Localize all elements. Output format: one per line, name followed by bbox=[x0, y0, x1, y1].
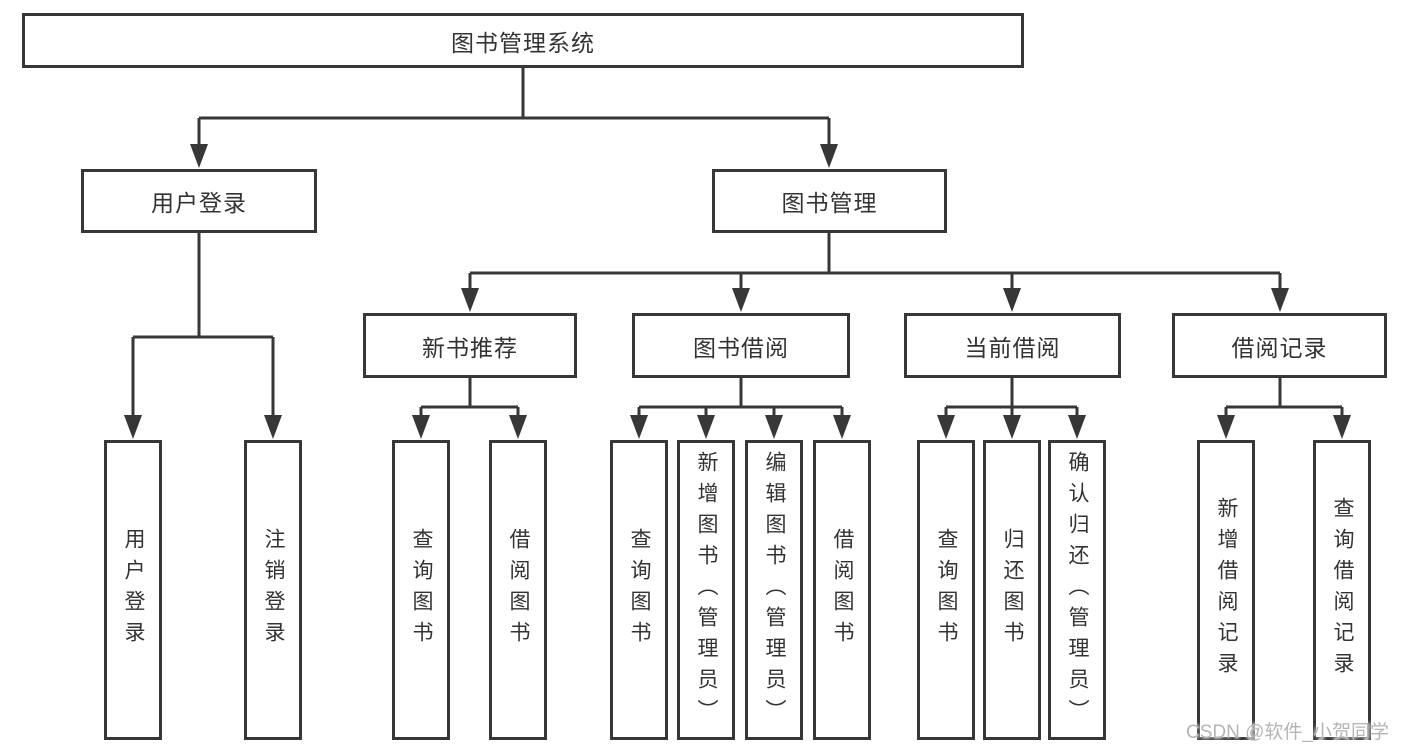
leaf-records-add-record: 新增借阅记录 bbox=[1197, 440, 1255, 740]
node-label: 借阅图书 bbox=[507, 528, 530, 652]
node-label: 查询借阅记录 bbox=[1331, 497, 1354, 683]
arrowhead-icon bbox=[697, 415, 715, 439]
leaf-logout: 注销登录 bbox=[244, 440, 302, 740]
node-label: 查询图书 bbox=[935, 528, 958, 652]
arrowhead-icon bbox=[820, 144, 838, 168]
node-book-management: 图书管理 bbox=[712, 169, 947, 233]
csdn-watermark: CSDN @软件_小贺同学 bbox=[1186, 722, 1389, 743]
node-label: 借阅记录 bbox=[1231, 334, 1328, 361]
node-label: 归还图书 bbox=[1001, 528, 1024, 652]
arrowhead-icon bbox=[1003, 288, 1021, 312]
node-label: 编辑图书（管理员） bbox=[763, 450, 786, 730]
arrowheads bbox=[124, 144, 1351, 439]
arrowhead-icon bbox=[1068, 415, 1086, 439]
node-user-login: 用户登录 bbox=[81, 169, 317, 233]
node-label: 借阅图书 bbox=[831, 528, 854, 652]
leaf-current-confirm-return-admin: 确认归还（管理员） bbox=[1048, 440, 1106, 740]
leaf-newbook-query-books: 查询图书 bbox=[392, 440, 450, 740]
leaf-borrow-edit-books-admin: 编辑图书（管理员） bbox=[745, 440, 803, 740]
arrowhead-icon bbox=[412, 415, 430, 439]
node-label: 查询图书 bbox=[628, 528, 651, 652]
node-label: 图书管理系统 bbox=[451, 29, 595, 56]
node-label: 确认归还（管理员） bbox=[1066, 450, 1089, 730]
leaf-records-query-record: 查询借阅记录 bbox=[1313, 440, 1371, 740]
leaf-borrow-add-books-admin: 新增图书（管理员） bbox=[677, 440, 735, 740]
arrowhead-icon bbox=[1003, 415, 1021, 439]
arrowhead-icon bbox=[732, 288, 750, 312]
arrowhead-icon bbox=[509, 415, 527, 439]
leaf-current-query-books: 查询图书 bbox=[917, 440, 975, 740]
leaf-borrow-borrow-books: 借阅图书 bbox=[813, 440, 871, 740]
arrowhead-icon bbox=[1333, 415, 1351, 439]
node-label: 用户登录 bbox=[122, 528, 145, 652]
arrowhead-icon bbox=[765, 415, 783, 439]
node-label: 查询图书 bbox=[410, 528, 433, 652]
leaf-user-login: 用户登录 bbox=[104, 440, 162, 740]
node-label: 新增借阅记录 bbox=[1215, 497, 1238, 683]
node-label: 图书管理 bbox=[781, 190, 878, 216]
node-label: 新增图书（管理员） bbox=[695, 450, 718, 730]
arrowhead-icon bbox=[833, 415, 851, 439]
arrowhead-icon bbox=[264, 415, 282, 439]
leaf-current-return-books: 归还图书 bbox=[983, 440, 1041, 740]
node-borrow-records: 借阅记录 bbox=[1172, 313, 1387, 378]
node-label: 图书借阅 bbox=[693, 334, 789, 361]
node-book-borrow: 图书借阅 bbox=[632, 313, 850, 378]
node-library-management-system: 图书管理系统 bbox=[22, 13, 1024, 68]
node-current-borrow: 当前借阅 bbox=[904, 313, 1121, 378]
arrowhead-icon bbox=[461, 288, 479, 312]
arrowhead-icon bbox=[124, 415, 142, 439]
arrowhead-icon bbox=[190, 144, 208, 168]
leaf-borrow-query-books: 查询图书 bbox=[610, 440, 668, 740]
arrowhead-icon bbox=[1217, 415, 1235, 439]
node-label: 用户登录 bbox=[151, 190, 247, 216]
node-label: 注销登录 bbox=[262, 528, 285, 652]
node-label: 新书推荐 bbox=[422, 334, 518, 361]
node-new-book-recommend: 新书推荐 bbox=[363, 313, 577, 378]
arrowhead-icon bbox=[630, 415, 648, 439]
arrowhead-icon bbox=[1271, 288, 1289, 312]
arrowhead-icon bbox=[937, 415, 955, 439]
node-label: 当前借阅 bbox=[964, 334, 1061, 361]
leaf-newbook-borrow-books: 借阅图书 bbox=[489, 440, 547, 740]
